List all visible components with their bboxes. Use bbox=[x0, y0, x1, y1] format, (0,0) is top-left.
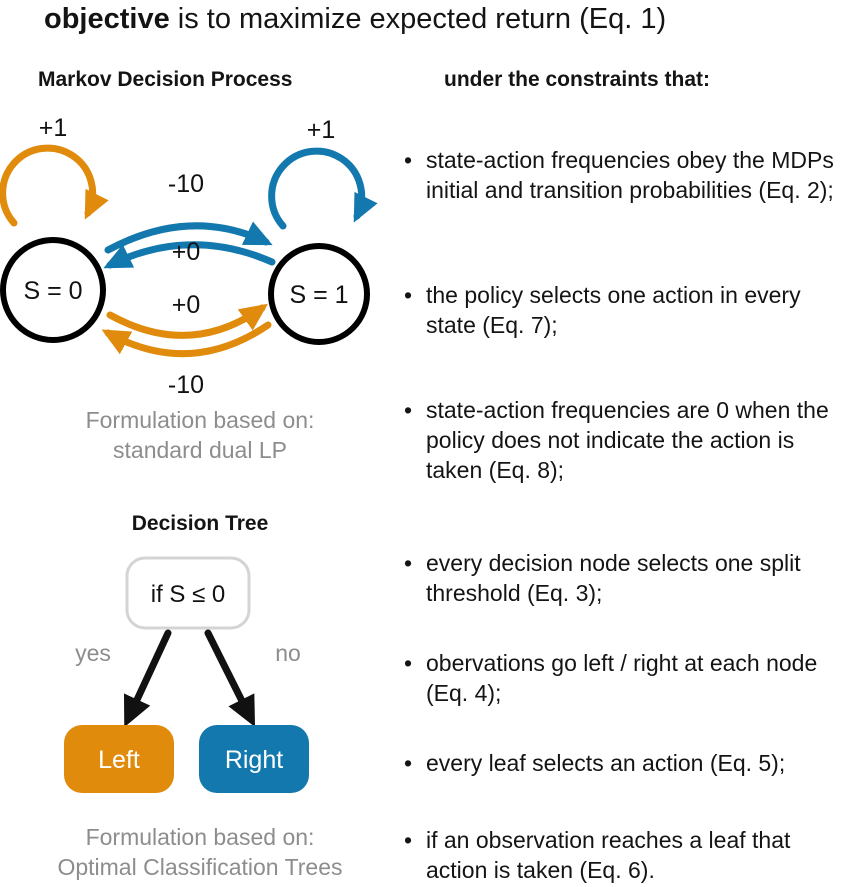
mdp-edge-s0-to-s1-blue bbox=[104, 221, 273, 254]
constraint-bullet-text: state-action frequencies obey the MDPs i… bbox=[426, 147, 834, 203]
tree-root-node-label: if S ≤ 0 bbox=[151, 581, 226, 608]
mdp-caption: Formulation based on: standard dual LP bbox=[0, 405, 400, 465]
constraint-bullet-1: • state-action frequencies obey the MDPs … bbox=[404, 145, 846, 205]
constraint-bullet-text: every leaf selects an action (Eq. 5); bbox=[426, 750, 786, 776]
constraints-section-heading: under the constraints that: bbox=[444, 68, 711, 91]
mdp-edge-label-s0-to-s1-blue: -10 bbox=[168, 170, 204, 198]
decision-tree-heading: Decision Tree bbox=[131, 512, 269, 535]
tree-leaf-left: Left bbox=[64, 725, 174, 793]
mdp-edge-label-self-loop-s1: +1 bbox=[307, 116, 336, 144]
mdp-edge-self-loop-s1 bbox=[268, 147, 378, 230]
constraint-bullet-4: • every decision node selects one split t… bbox=[404, 548, 846, 608]
mdp-edge-label-s1-to-s0-orange: -10 bbox=[168, 371, 204, 399]
decision-tree-caption: Formulation based on: Optimal Classifica… bbox=[0, 822, 400, 882]
tree-branch-label-no: no bbox=[275, 640, 301, 666]
mdp-caption-line2: standard dual LP bbox=[113, 437, 287, 463]
tree-edge-no bbox=[204, 629, 256, 728]
tree-branch-label-yes: yes bbox=[75, 640, 111, 666]
mdp-edge-label-self-loop-s0: +1 bbox=[39, 114, 68, 142]
mdp-node-s0-label: S = 0 bbox=[23, 277, 82, 305]
mdp-edge-s1-to-s0-blue bbox=[103, 241, 276, 269]
constraint-bullet-6: • every leaf selects an action (Eq. 5); bbox=[404, 748, 846, 778]
bullet-marker-icon: • bbox=[404, 397, 413, 423]
mdp-edge-label-s0-to-s1-orange: +0 bbox=[172, 291, 201, 319]
mdp-node-s1: S = 1 bbox=[268, 243, 370, 345]
decision-tree-diagram: yes no if S ≤ 0 Left Right bbox=[0, 545, 400, 820]
constraint-bullet-2: • the policy selects one action in every … bbox=[404, 280, 846, 340]
constraint-bullet-text: if an observation reaches a leaf that ac… bbox=[426, 827, 791, 883]
bullet-marker-icon: • bbox=[404, 550, 413, 576]
tree-caption-line1: Formulation based on: bbox=[85, 824, 315, 850]
markov-decision-process-diagram: +1 +1 -10 +0 +0 -10 S = 0 bbox=[0, 110, 400, 400]
constraint-bullet-text: every decision node selects one split th… bbox=[426, 550, 801, 606]
tree-leaf-left-label: Left bbox=[98, 746, 140, 774]
tree-edge-yes bbox=[123, 629, 172, 728]
tree-leaf-right-label: Right bbox=[225, 746, 283, 774]
constraint-bullet-7: • if an observation reaches a leaf that a… bbox=[404, 825, 846, 885]
constraint-bullet-3: • state-action frequencies are 0 when the… bbox=[404, 395, 846, 485]
bullet-marker-icon: • bbox=[404, 750, 413, 776]
bullet-marker-icon: • bbox=[404, 147, 413, 173]
constraint-bullet-text: the policy selects one action in every s… bbox=[426, 282, 801, 338]
mdp-node-s1-label: S = 1 bbox=[289, 281, 348, 309]
mdp-node-s0: S = 0 bbox=[0, 237, 106, 343]
mdp-edge-s1-to-s0-orange bbox=[101, 321, 272, 358]
tree-caption-line2: Optimal Classification Trees bbox=[57, 854, 343, 880]
tree-leaf-right: Right bbox=[199, 725, 309, 793]
constraint-bullet-5: • obervations go left / right at each nod… bbox=[404, 648, 846, 708]
tree-root-node: if S ≤ 0 bbox=[125, 556, 251, 630]
constraint-bullet-text: obervations go left / right at each node… bbox=[426, 650, 818, 706]
constraint-bullet-text: state-action frequencies are 0 when the … bbox=[426, 397, 829, 483]
mdp-edge-label-s1-to-s0-blue: +0 bbox=[172, 238, 201, 266]
mdp-edge-s0-to-s1-orange bbox=[106, 303, 268, 339]
mdp-section-heading: Markov Decision Process bbox=[38, 68, 293, 91]
page-title: objective is to maximize expected return… bbox=[44, 0, 834, 38]
mdp-edge-self-loop-s0 bbox=[0, 144, 109, 227]
mdp-caption-line1: Formulation based on: bbox=[85, 407, 315, 433]
bullet-marker-icon: • bbox=[404, 650, 413, 676]
page-title-emphasis: objective bbox=[44, 3, 170, 35]
bullet-marker-icon: • bbox=[404, 827, 413, 853]
page-title-rest: is to maximize expected return (Eq. 1) bbox=[169, 3, 667, 35]
bullet-marker-icon: • bbox=[404, 282, 413, 308]
